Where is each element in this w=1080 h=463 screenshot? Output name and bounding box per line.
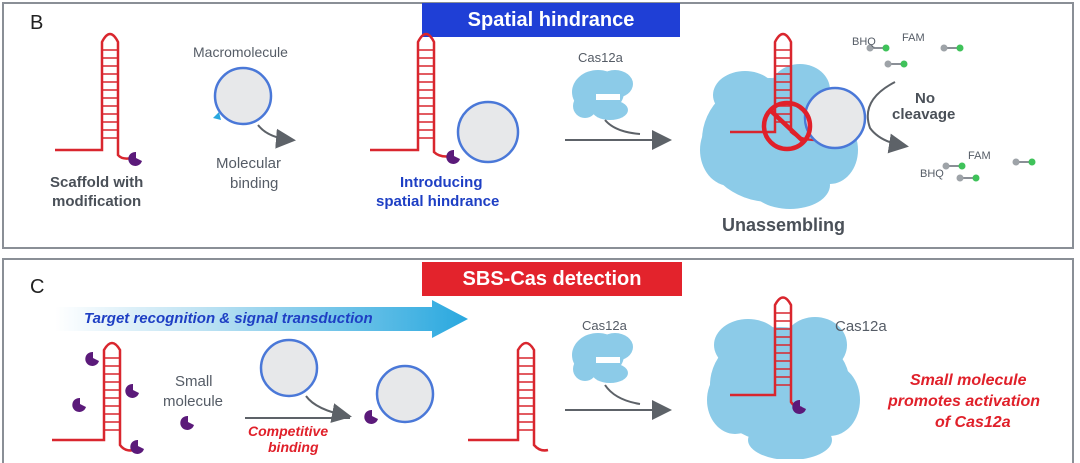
modification-icon-6	[130, 439, 144, 454]
panel-b	[2, 2, 1074, 249]
modification-icon-2	[446, 149, 460, 164]
panel-c	[2, 258, 1074, 463]
macromolecule-label: Macromolecule	[193, 44, 288, 60]
no-cleavage-line2: cleavage	[892, 106, 956, 123]
reporter-probes-bottom	[942, 158, 1036, 182]
fam-label-top: FAM	[902, 32, 925, 44]
competitor-circle	[259, 338, 319, 398]
scaffold-hairpin-4	[52, 341, 135, 452]
competitive-label-line1: Competitive	[248, 423, 329, 439]
signal-transduction-label: Target recognition & signal transduction	[84, 310, 373, 327]
fam-label-bottom: FAM	[968, 150, 991, 162]
panel-b-title: Spatial hindrance	[422, 3, 680, 37]
binding-arrow	[257, 124, 296, 149]
cas12a-complex-active	[707, 317, 860, 459]
modification-icon-3	[85, 351, 99, 366]
no-cleavage-line1: No	[915, 90, 935, 107]
cas12a-label-c2: Cas12a	[835, 318, 887, 335]
cas12a-protein-1	[572, 70, 633, 120]
bound-macromolecule-circle	[456, 100, 520, 164]
bhq-label-top: BHQ	[852, 36, 876, 48]
modification-icon-8	[792, 399, 806, 414]
introducing-label-line2: spatial hindrance	[376, 193, 500, 210]
binding-label-line2: binding	[230, 175, 279, 192]
prohibited-icon	[761, 100, 813, 152]
panel-b-letter: B	[30, 12, 44, 34]
bhq-label-bottom: BHQ	[920, 168, 944, 180]
scaffold-label-line2: modification	[52, 193, 142, 210]
small-molecule-icon	[180, 415, 194, 430]
cas12a-label-b: Cas12a	[578, 50, 623, 65]
cas12a-label-c1: Cas12a	[582, 318, 627, 333]
scaffold-hairpin-5	[468, 341, 549, 452]
modification-icon-4	[72, 397, 86, 412]
reporter-probes-top	[866, 44, 964, 68]
scaffold-label-line1: Scaffold with	[50, 174, 144, 191]
modification-icon	[128, 151, 142, 166]
competitive-arrow	[305, 395, 352, 423]
modification-icon-5	[125, 383, 139, 398]
macromolecule-circle	[213, 66, 273, 126]
modification-icon-7	[364, 409, 378, 424]
cas12a-protein-2	[572, 333, 633, 383]
panel-c-letter: C	[30, 276, 45, 298]
conclusion-line1: Small molecule	[910, 372, 1027, 389]
panel-c-title: SBS-Cas detection	[422, 262, 682, 296]
conclusion-line3: of Cas12a	[935, 414, 1011, 431]
no-cleavage-arrow	[866, 81, 909, 154]
small-molecule-line1: Small	[175, 373, 213, 390]
unassembling-label: Unassembling	[722, 215, 846, 235]
binding-label-line1: Molecular	[216, 155, 282, 172]
captured-molecule-circle	[375, 364, 435, 424]
small-molecule-line2: molecule	[163, 393, 224, 410]
scaffold-hairpin-1	[55, 32, 133, 160]
introducing-label-line1: Introducing	[400, 174, 483, 191]
signal-transduction-arrow	[55, 300, 468, 338]
scaffold-hairpin-2	[370, 32, 453, 158]
hindering-macromolecule-circle	[803, 86, 867, 150]
conclusion-line2: promotes activation	[888, 393, 1041, 410]
competitive-label-line2: binding	[268, 439, 319, 455]
macromolecule-notch-icon	[213, 112, 221, 120]
